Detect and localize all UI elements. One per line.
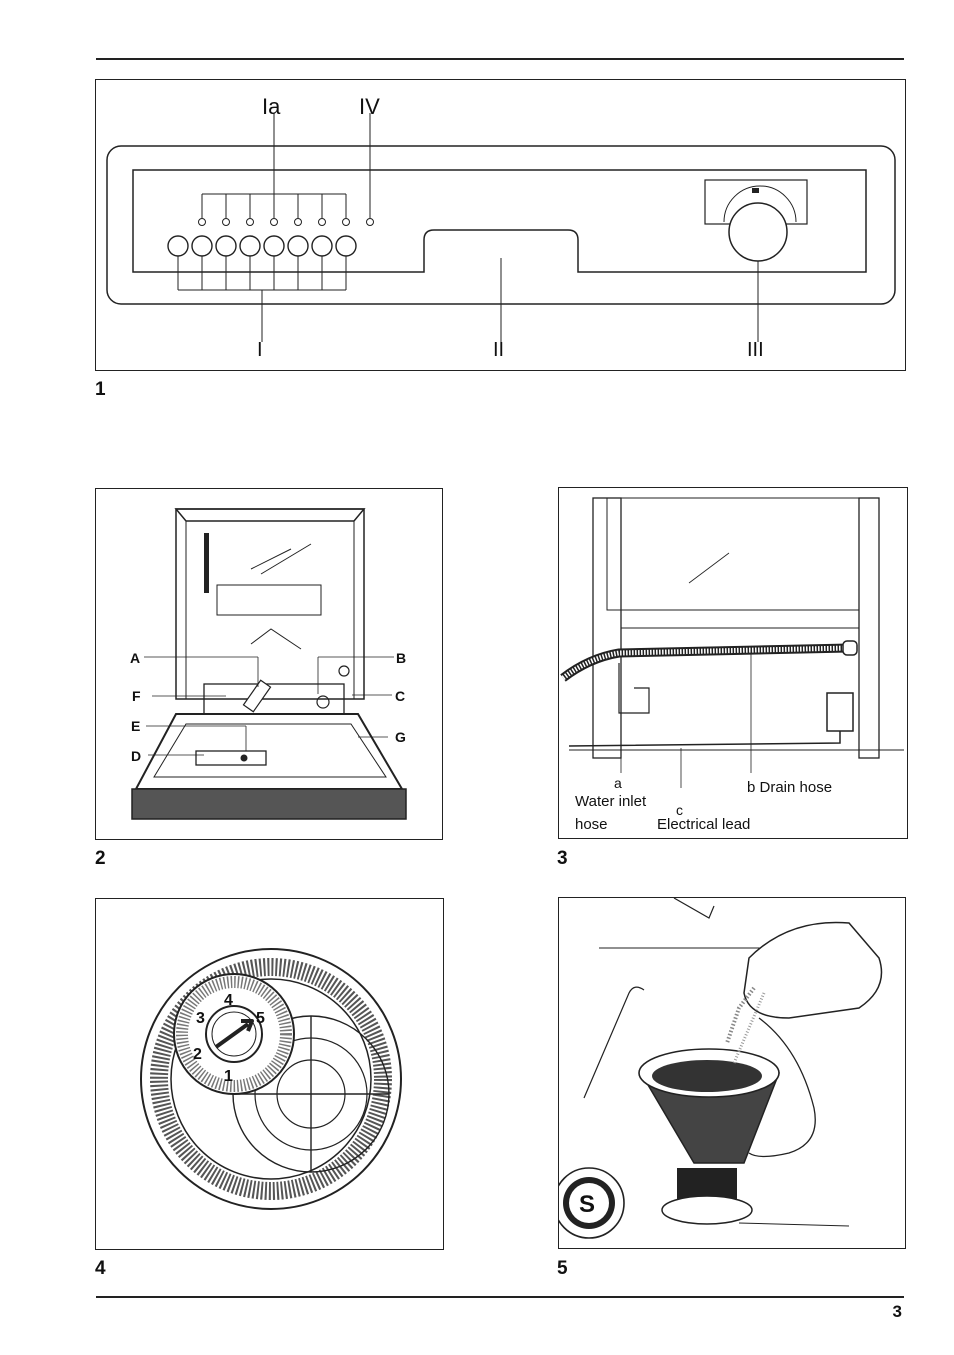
label-g: G [395, 729, 406, 745]
dial-number-3: 3 [196, 1010, 205, 1027]
dishwasher-drawing: A B F C E G D [130, 508, 407, 820]
label-e: E [131, 718, 140, 734]
page-number: 3 [892, 1302, 902, 1321]
label-drain-hose: b Drain hose [747, 779, 832, 796]
filling-salt-drawing: S [559, 898, 883, 1239]
figure-2-number: 2 [95, 848, 106, 869]
label-ia: Ia [262, 94, 281, 119]
softener-dial-drawing: 1 2 3 4 5 [140, 948, 402, 1210]
label-a: A [130, 650, 140, 666]
label-iv: IV [359, 94, 380, 119]
figure-3-number: 3 [557, 848, 568, 869]
dial-number-1: 1 [224, 1068, 233, 1085]
top-rule [96, 58, 904, 60]
label-d: D [131, 748, 141, 764]
label-i: I [257, 339, 263, 361]
control-panel-drawing: Ia IV I II III [106, 94, 896, 361]
figure-4-number: 4 [95, 1258, 106, 1279]
figure-5-number: 5 [557, 1258, 568, 1279]
figure-1-number: 1 [95, 379, 106, 400]
figure-1-control-panel: Ia IV I II III [95, 79, 906, 371]
label-electrical-lead: Electrical lead [657, 816, 750, 833]
dial-number-4: 4 [224, 992, 233, 1009]
figure-5-filling-salt: S [558, 897, 906, 1249]
dial-number-2: 2 [193, 1046, 202, 1063]
label-a: a [614, 775, 622, 791]
label-iii: III [747, 339, 764, 361]
label-hose: hose [575, 816, 608, 833]
connections-drawing: a Water inlet hose b Drain hose c Electr… [560, 497, 904, 833]
label-c: C [395, 688, 405, 704]
label-water-inlet: Water inlet [575, 793, 647, 810]
figure-2-dishwasher-interior: A B F C E G D [95, 488, 443, 840]
dial-number-5: 5 [256, 1010, 265, 1027]
salt-cap-letter: S [579, 1191, 595, 1218]
label-c: c [676, 802, 683, 818]
bottom-rule [96, 1296, 904, 1298]
figure-3-connections: a Water inlet hose b Drain hose c Electr… [558, 487, 908, 839]
label-f: F [132, 688, 141, 704]
figure-4-softener-dial: 1 2 3 4 5 [95, 898, 444, 1250]
label-b: B [396, 650, 406, 666]
label-ii: II [493, 339, 504, 361]
